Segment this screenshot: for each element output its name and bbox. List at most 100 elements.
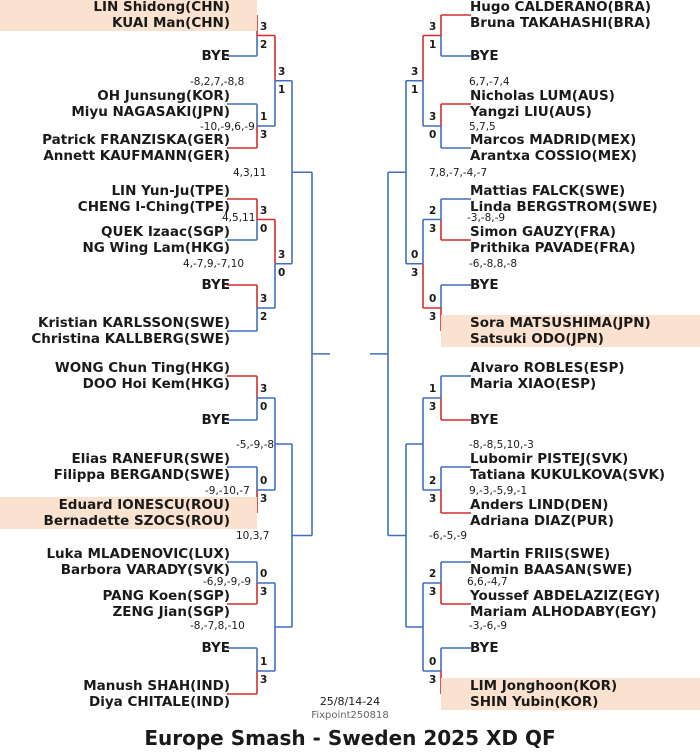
games-won: 1 bbox=[411, 83, 419, 96]
bye-label: BYE bbox=[470, 277, 499, 293]
games-won: 3 bbox=[260, 674, 268, 686]
set-scores: 10,3,7 bbox=[236, 530, 270, 542]
player-name[interactable]: Anders LIND(DEN) bbox=[470, 497, 609, 513]
player-name[interactable]: Sora MATSUSHIMA(JPN) bbox=[470, 315, 651, 331]
player-name[interactable]: Hugo CALDERANO(BRA) bbox=[470, 0, 652, 15]
player-name[interactable]: Barbora VARADY(SVK) bbox=[60, 562, 230, 578]
games-won: 3 bbox=[260, 493, 268, 505]
player-name[interactable]: Eduard IONESCU(ROU) bbox=[58, 497, 230, 513]
right-highlight-15 bbox=[441, 678, 700, 710]
games-won: 1 bbox=[429, 383, 437, 395]
player-name[interactable]: Maria XIAO(ESP) bbox=[470, 376, 597, 392]
player-name[interactable]: PANG Koen(SGP) bbox=[102, 588, 231, 604]
player-name[interactable]: Mattias FALCK(SWE) bbox=[470, 183, 626, 199]
player-name[interactable]: DOO Hoi Kem(HKG) bbox=[82, 376, 230, 392]
games-won: 0 bbox=[260, 475, 268, 487]
set-scores: -5,-9,-8 bbox=[236, 439, 275, 451]
games-won: 1 bbox=[278, 83, 286, 96]
bye-label: BYE bbox=[201, 277, 230, 293]
games-won: 3 bbox=[411, 266, 419, 279]
player-name[interactable]: Nicholas LUM(AUS) bbox=[470, 88, 615, 104]
player-name[interactable]: Satsuki ODO(JPN) bbox=[470, 331, 604, 347]
player-name[interactable]: Mariam ALHODABY(EGY) bbox=[470, 604, 657, 620]
player-name[interactable]: KUAI Man(CHN) bbox=[112, 15, 230, 31]
games-won: 3 bbox=[429, 493, 437, 505]
games-won: 1 bbox=[260, 656, 268, 668]
games-won: 3 bbox=[411, 65, 419, 78]
left-highlight-0 bbox=[0, 0, 257, 31]
player-name[interactable]: Miyu NAGASAKI(JPN) bbox=[71, 104, 230, 120]
player-name[interactable]: Elias RANEFUR(SWE) bbox=[71, 451, 230, 467]
player-name[interactable]: Arantxa COSSIO(MEX) bbox=[470, 148, 637, 164]
games-won: 0 bbox=[411, 248, 419, 261]
set-scores: 5,7,5 bbox=[469, 121, 496, 133]
player-name[interactable]: Simon GAUZY(FRA) bbox=[470, 224, 617, 240]
games-won: 0 bbox=[260, 222, 268, 235]
set-scores: 6,6,-4,7 bbox=[467, 576, 508, 588]
player-name[interactable]: Tatiana KUKULKOVA(SVK) bbox=[470, 467, 666, 483]
games-won: 0 bbox=[260, 568, 268, 580]
right-highlight-7 bbox=[441, 315, 700, 347]
games-won: 3 bbox=[260, 129, 268, 141]
player-name[interactable]: Yangzi LIU(AUS) bbox=[470, 104, 592, 120]
player-name[interactable]: ZENG Jian(SGP) bbox=[112, 604, 231, 620]
set-scores: -9,-10,-7 bbox=[205, 485, 250, 497]
set-scores: 7,8,-7,-4,-7 bbox=[429, 167, 488, 179]
games-won: 2 bbox=[260, 311, 268, 323]
player-name[interactable]: Kristian KARLSSON(SWE) bbox=[38, 315, 230, 331]
player-name[interactable]: LIN Shidong(CHN) bbox=[93, 0, 230, 15]
games-won: 2 bbox=[429, 475, 437, 487]
player-name[interactable]: Luka MLADENOVIC(LUX) bbox=[46, 546, 230, 562]
games-won: 3 bbox=[278, 248, 286, 261]
games-won: 3 bbox=[260, 586, 268, 598]
player-name[interactable]: Filippa BERGAND(SWE) bbox=[53, 467, 230, 483]
player-name[interactable]: Patrick FRANZISKA(GER) bbox=[42, 132, 230, 148]
player-name[interactable]: NG Wing Lam(HKG) bbox=[82, 240, 230, 256]
bye-label: BYE bbox=[470, 48, 499, 64]
set-scores: 4,5,11 bbox=[222, 212, 256, 224]
bye-label: BYE bbox=[470, 412, 499, 428]
games-won: 3 bbox=[429, 222, 437, 235]
player-name[interactable]: Christina KALLBERG(SWE) bbox=[31, 331, 230, 347]
player-name[interactable]: Bruna TAKAHASHI(BRA) bbox=[470, 15, 651, 31]
player-name[interactable]: Prithika PAVADE(FRA) bbox=[470, 240, 636, 256]
player-name[interactable]: LIN Yun-Ju(TPE) bbox=[111, 183, 230, 199]
set-scores: -8,-7,8,-10 bbox=[190, 620, 245, 632]
games-won: 3 bbox=[429, 401, 437, 413]
games-won: 3 bbox=[260, 204, 268, 217]
page-title: Europe Smash - Sweden 2025 XD QF bbox=[144, 726, 556, 750]
set-scores: -8,2,7,-8,8 bbox=[190, 76, 245, 88]
player-name[interactable]: CHENG I-Ching(TPE) bbox=[77, 199, 230, 215]
player-name[interactable]: Martin FRIIS(SWE) bbox=[470, 546, 611, 562]
player-name[interactable]: Adriana DIAZ(PUR) bbox=[470, 513, 614, 529]
player-name[interactable]: SHIN Yubin(KOR) bbox=[470, 694, 599, 710]
player-name[interactable]: Annett KAUFMANN(GER) bbox=[43, 148, 230, 164]
games-won: 3 bbox=[429, 20, 437, 33]
set-scores: 4,3,11 bbox=[233, 167, 267, 179]
player-name[interactable]: Bernadette SZOCS(ROU) bbox=[43, 513, 230, 529]
player-name[interactable]: OH Junsung(KOR) bbox=[97, 88, 230, 104]
player-name[interactable]: Linda BERGSTROM(SWE) bbox=[470, 199, 658, 215]
player-name[interactable]: Lubomir PISTEJ(SVK) bbox=[470, 451, 629, 467]
games-won: 2 bbox=[429, 568, 437, 580]
player-name[interactable]: Youssef ABDELAZIZ(EGY) bbox=[470, 588, 661, 604]
set-scores: -6,9,-9,-9 bbox=[203, 576, 252, 588]
player-name[interactable]: Alvaro ROBLES(ESP) bbox=[470, 360, 625, 376]
games-won: 0 bbox=[429, 293, 437, 305]
player-name[interactable]: Diya CHITALE(IND) bbox=[89, 694, 230, 710]
set-scores: -6,-5,-9 bbox=[429, 530, 468, 542]
games-won: 3 bbox=[429, 674, 437, 686]
player-name[interactable]: LIM Jonghoon(KOR) bbox=[470, 678, 618, 694]
games-won: 3 bbox=[429, 111, 437, 123]
set-scores: 6,7,-7,4 bbox=[469, 76, 510, 88]
games-won: 3 bbox=[278, 65, 286, 78]
games-won: 0 bbox=[260, 401, 268, 413]
player-name[interactable]: WONG Chun Ting(HKG) bbox=[54, 360, 230, 376]
set-scores: -6,-8,8,-8 bbox=[469, 258, 518, 270]
player-name[interactable]: Nomin BAASAN(SWE) bbox=[470, 562, 633, 578]
bye-label: BYE bbox=[201, 412, 230, 428]
player-name[interactable]: Manush SHAH(IND) bbox=[83, 678, 230, 694]
player-name[interactable]: Marcos MADRID(MEX) bbox=[470, 132, 637, 148]
player-name[interactable]: QUEK Izaac(SGP) bbox=[101, 224, 230, 240]
set-scores: -3,-8,-9 bbox=[467, 212, 506, 224]
